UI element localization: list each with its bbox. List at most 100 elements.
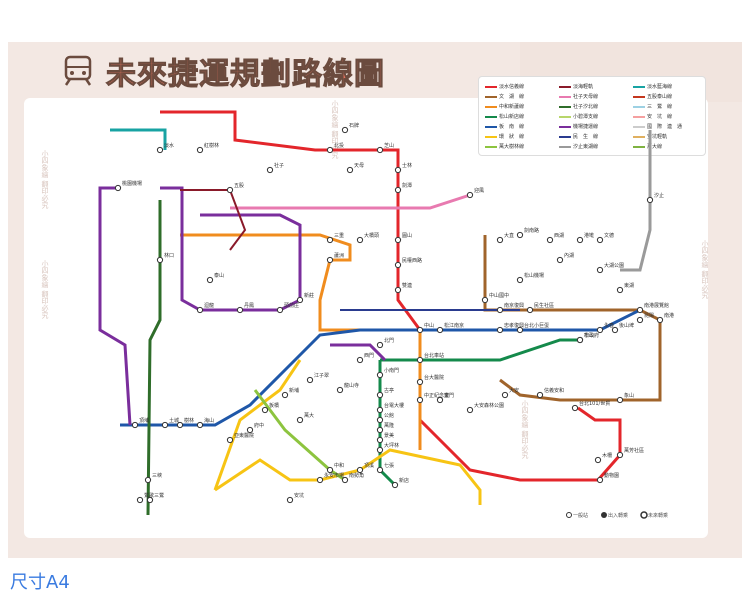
station-minquan[interactable] xyxy=(394,261,402,269)
station-longshan[interactable] xyxy=(336,386,344,394)
station-wanfang[interactable] xyxy=(616,451,624,459)
station-shezi[interactable] xyxy=(266,166,274,174)
station-taishan[interactable] xyxy=(206,276,214,284)
station-guting[interactable] xyxy=(376,391,384,399)
legend-item: 民 生 線 xyxy=(559,133,598,140)
station-yonghe[interactable] xyxy=(316,476,324,484)
station-label-dahu: 大湖公園 xyxy=(604,262,624,269)
station-taoyuan_airport[interactable] xyxy=(114,184,122,192)
station-shuanglian[interactable] xyxy=(394,286,402,294)
size-label: 尺寸A4 xyxy=(10,572,70,593)
station-daqiaotou[interactable] xyxy=(356,236,364,244)
station-tianmu[interactable] xyxy=(346,166,354,174)
legend-label: 萬大樹林線 xyxy=(499,144,525,150)
station-beitou[interactable] xyxy=(326,146,334,154)
station-donghu[interactable] xyxy=(616,286,624,294)
station-hongshulin[interactable] xyxy=(196,146,204,154)
station-xiaonanmen[interactable] xyxy=(376,371,384,379)
station-daan[interactable] xyxy=(501,391,509,399)
station-ximen[interactable] xyxy=(356,356,364,364)
station-wende[interactable] xyxy=(596,236,604,244)
station-nanjing_fuxing[interactable] xyxy=(496,306,504,314)
station-linkou[interactable] xyxy=(156,256,164,264)
station-sanxia[interactable] xyxy=(144,476,152,484)
station-songshan_airport[interactable] xyxy=(516,276,524,284)
station-jingmei[interactable] xyxy=(376,436,384,444)
station-dingxi[interactable] xyxy=(356,466,364,474)
station-label-zhonghe: 中和 xyxy=(334,462,344,469)
station-wugu[interactable] xyxy=(226,186,234,194)
station-shulin[interactable] xyxy=(176,421,184,429)
station-label-jingmei: 景美 xyxy=(384,432,394,439)
station-ankeng[interactable] xyxy=(286,496,294,504)
station-label-dingxi: 頂溪 xyxy=(364,462,374,469)
station-zhishan[interactable] xyxy=(376,146,384,154)
station-nangang_exhibition[interactable] xyxy=(636,306,644,314)
station-danfeng[interactable] xyxy=(236,306,244,314)
station-zhongshan[interactable] xyxy=(416,326,424,334)
station-gongguan[interactable] xyxy=(376,416,384,424)
station-songshan[interactable] xyxy=(576,336,584,344)
station-taipei101[interactable] xyxy=(571,404,579,412)
station-nanshijiao[interactable] xyxy=(341,476,349,484)
station-sanchong[interactable] xyxy=(326,236,334,244)
station-touqianzhuang[interactable] xyxy=(276,306,284,314)
station-jiangzicui[interactable] xyxy=(306,376,314,384)
station-houshanpi[interactable] xyxy=(611,326,619,334)
station-yadong[interactable] xyxy=(226,436,234,444)
station-banqiao[interactable] xyxy=(261,406,269,414)
station-shilin[interactable] xyxy=(394,166,402,174)
station-fuzhong[interactable] xyxy=(246,426,254,434)
station-xinyi_anhe[interactable] xyxy=(536,391,544,399)
station-taipower[interactable] xyxy=(376,406,384,414)
station-ntu_hospital[interactable] xyxy=(416,378,424,386)
station-neihu[interactable] xyxy=(556,256,564,264)
station-wanda[interactable] xyxy=(296,416,304,424)
station-haishan[interactable] xyxy=(196,421,204,429)
station-sanying[interactable] xyxy=(146,496,154,504)
station-jiannan[interactable] xyxy=(516,231,524,239)
station-zhongxiao_fuxing[interactable] xyxy=(496,326,504,334)
station-nangang[interactable] xyxy=(656,316,664,324)
station-minsheng[interactable] xyxy=(526,306,534,314)
station-zhonghe[interactable] xyxy=(326,466,334,474)
station-zhongshan_junior[interactable] xyxy=(481,296,489,304)
station-xinzhuang[interactable] xyxy=(296,296,304,304)
station-tamsui[interactable] xyxy=(156,146,164,154)
station-daan_park[interactable] xyxy=(466,406,474,414)
station-label-dazhi: 大直 xyxy=(504,232,514,239)
legend-label: 安坑輕軌 xyxy=(647,134,668,140)
station-dazhi[interactable] xyxy=(496,236,504,244)
station-gangqian[interactable] xyxy=(576,236,584,244)
station-qizhang[interactable] xyxy=(376,466,384,474)
station-dongmen[interactable] xyxy=(436,396,444,404)
station-ckscmh[interactable] xyxy=(416,396,424,404)
station-yingge[interactable] xyxy=(136,496,144,504)
station-beimen[interactable] xyxy=(376,341,384,349)
station-jiantan[interactable] xyxy=(394,186,402,194)
station-dahu[interactable] xyxy=(596,266,604,274)
station-wanlong[interactable] xyxy=(376,426,384,434)
station-label-xihu: 西湖 xyxy=(554,232,564,239)
station-taipei_main[interactable] xyxy=(416,356,424,364)
station-luzhou[interactable] xyxy=(326,256,334,264)
station-taipei_arena[interactable] xyxy=(516,326,524,334)
station-shipai[interactable] xyxy=(341,126,349,134)
station-label-huilong: 迴龍 xyxy=(204,302,214,309)
station-xiangshan[interactable] xyxy=(616,396,624,404)
station-yuanshan[interactable] xyxy=(394,236,402,244)
station-xizhi[interactable] xyxy=(646,196,654,204)
station-yingfeng[interactable] xyxy=(466,191,474,199)
station-xihu[interactable] xyxy=(546,236,554,244)
station-xindian[interactable] xyxy=(391,481,399,489)
station-taipei_zoo[interactable] xyxy=(596,476,604,484)
station-songjiang[interactable] xyxy=(436,326,444,334)
station-dingpu[interactable] xyxy=(131,421,139,429)
station-kunyang[interactable] xyxy=(636,316,644,324)
station-muzha[interactable] xyxy=(594,456,602,464)
station-dapinglin[interactable] xyxy=(376,446,384,454)
station-xinpu[interactable] xyxy=(281,391,289,399)
station-tucheng[interactable] xyxy=(161,421,169,429)
station-yongchun[interactable] xyxy=(596,326,604,334)
station-huilong[interactable] xyxy=(196,306,204,314)
